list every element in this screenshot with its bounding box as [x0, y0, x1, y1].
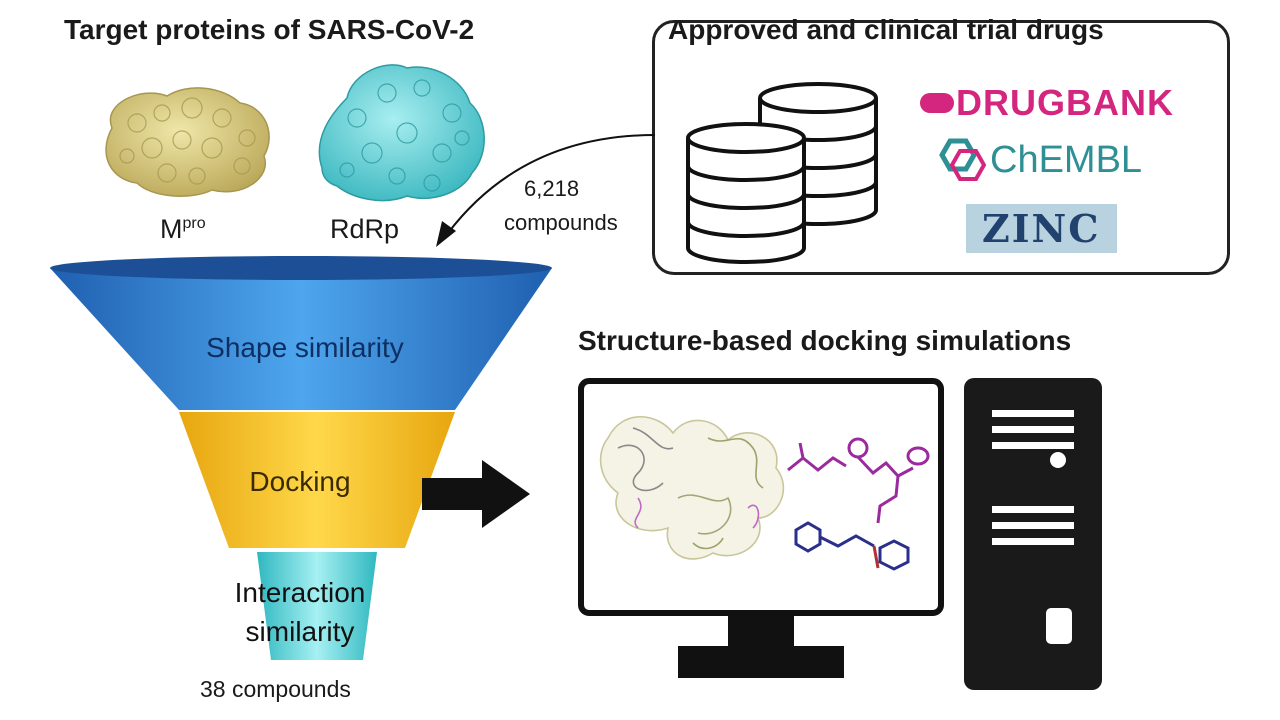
- protein-mpro-icon: [105, 87, 270, 197]
- chembl-logo: ChEMBL: [936, 137, 1142, 183]
- stage-docking: Docking: [249, 466, 351, 497]
- stage-interaction-line2: similarity: [245, 616, 355, 647]
- stage-interaction-line1: Interaction: [234, 577, 366, 608]
- protein-mpro-label: Mpro: [160, 214, 206, 244]
- input-unit: compounds: [504, 210, 618, 235]
- right-arrow-icon: [422, 460, 530, 528]
- simulation-title: Structure-based docking simulations: [578, 325, 1072, 356]
- protein-rdrp-label: RdRp: [330, 214, 400, 244]
- stage-shape-similarity: Shape similarity: [206, 332, 404, 363]
- drugbank-logo: DRUGBANK: [920, 82, 1174, 124]
- drugs-panel-title: Approved and clinical trial drugs: [668, 14, 1104, 45]
- database-icon: [686, 82, 878, 264]
- drugs-panel: [652, 20, 1230, 275]
- chembl-hex-icon: [939, 138, 986, 181]
- input-count: 6,218: [524, 176, 580, 201]
- curved-arrow-icon: [436, 134, 656, 247]
- output-count: 38 compounds: [200, 676, 351, 702]
- pill-icon: [920, 93, 954, 113]
- monitor-icon: [578, 378, 944, 678]
- targets-title: Target proteins of SARS-CoV-2: [64, 14, 475, 45]
- zinc-logo: ZINC: [966, 204, 1117, 253]
- protein-rdrp-icon: [318, 64, 485, 202]
- screening-funnel: [50, 256, 552, 660]
- computer-tower-icon: [964, 378, 1102, 690]
